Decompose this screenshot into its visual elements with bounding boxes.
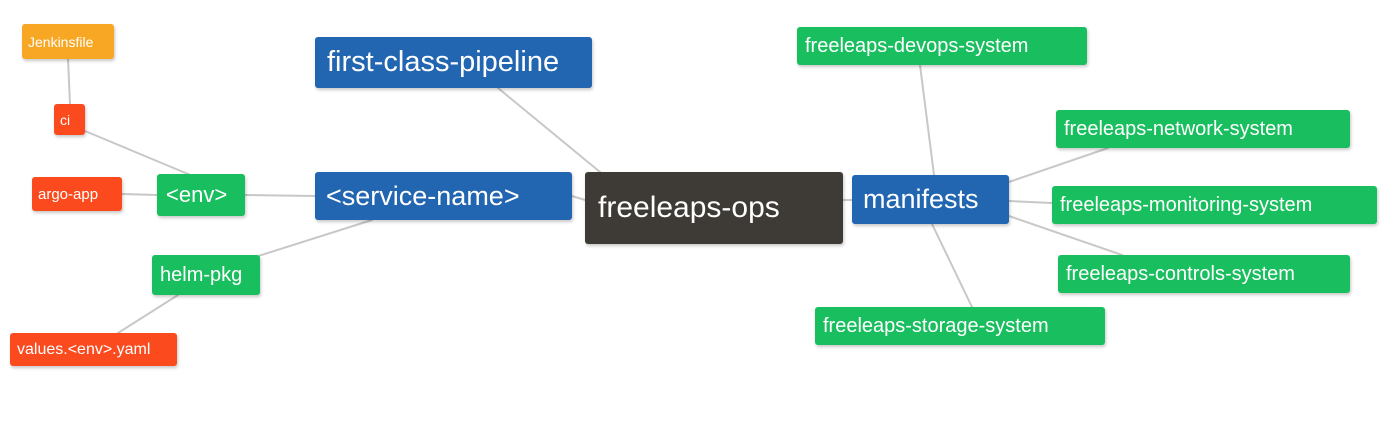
edge-manifests-to-freeleaps-devops-system xyxy=(919,64,935,176)
node-argo-app[interactable]: argo-app xyxy=(32,177,122,211)
edge-first-class-pipeline-to-freeleaps-ops xyxy=(497,87,601,173)
node-freeleaps-ops[interactable]: freeleaps-ops xyxy=(585,172,843,244)
node-label-freeleaps-devops-system: freeleaps-devops-system xyxy=(805,35,1029,57)
node-label-freeleaps-monitoring-system: freeleaps-monitoring-system xyxy=(1060,194,1313,216)
node-label-values-env-yaml: values.<env>.yaml xyxy=(17,340,151,358)
node-freeleaps-network-system[interactable]: freeleaps-network-system xyxy=(1056,110,1350,148)
edge-argo-app-to-env xyxy=(121,193,158,196)
edge-manifests-to-freeleaps-monitoring-system xyxy=(1008,200,1053,204)
node-label-env: <env> xyxy=(166,182,228,207)
edge-manifests-to-freeleaps-network-system xyxy=(1008,147,1109,183)
node-ci[interactable]: ci xyxy=(54,104,85,135)
edge-service-name-to-freeleaps-ops xyxy=(571,195,586,201)
node-freeleaps-storage-system[interactable]: freeleaps-storage-system xyxy=(815,307,1105,345)
node-label-helm-pkg: helm-pkg xyxy=(160,264,243,286)
node-manifests[interactable]: manifests xyxy=(852,175,1009,224)
node-service-name[interactable]: <service-name> xyxy=(315,172,572,220)
node-label-freeleaps-ops: freeleaps-ops xyxy=(598,191,780,224)
edge-values-env-yaml-to-helm-pkg xyxy=(117,294,179,334)
node-first-class-pipeline[interactable]: first-class-pipeline xyxy=(315,37,592,88)
node-freeleaps-devops-system[interactable]: freeleaps-devops-system xyxy=(797,27,1087,65)
node-label-ci: ci xyxy=(60,111,71,128)
node-env[interactable]: <env> xyxy=(157,174,245,216)
node-label-manifests: manifests xyxy=(863,184,979,214)
edge-ci-to-env xyxy=(84,130,201,180)
node-label-freeleaps-storage-system: freeleaps-storage-system xyxy=(823,315,1049,337)
edge-manifests-to-freeleaps-storage-system xyxy=(931,223,973,308)
node-label-first-class-pipeline: first-class-pipeline xyxy=(327,46,560,78)
node-jenkinsfile[interactable]: Jenkinsfile xyxy=(22,24,114,59)
node-label-freeleaps-controls-system: freeleaps-controls-system xyxy=(1066,263,1295,285)
node-values-env-yaml[interactable]: values.<env>.yaml xyxy=(10,333,177,366)
edge-jenkinsfile-to-ci xyxy=(67,58,71,105)
node-label-service-name: <service-name> xyxy=(326,180,520,211)
node-label-freeleaps-network-system: freeleaps-network-system xyxy=(1064,118,1293,140)
edge-env-to-service-name xyxy=(244,194,316,197)
node-label-argo-app: argo-app xyxy=(38,185,99,203)
edge-helm-pkg-to-service-name xyxy=(251,219,373,259)
node-label-jenkinsfile: Jenkinsfile xyxy=(28,33,94,50)
node-freeleaps-controls-system[interactable]: freeleaps-controls-system xyxy=(1058,255,1350,293)
node-helm-pkg[interactable]: helm-pkg xyxy=(152,255,260,295)
node-freeleaps-monitoring-system[interactable]: freeleaps-monitoring-system xyxy=(1052,186,1377,224)
